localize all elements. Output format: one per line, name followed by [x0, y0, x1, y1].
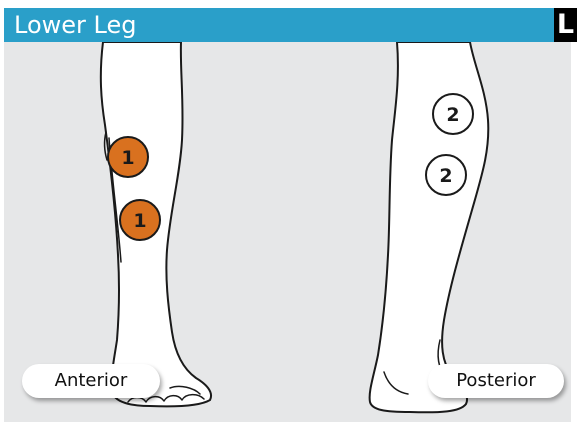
posterior-marker-2a: 2 [433, 94, 473, 134]
anterior-marker-1a: 1 [108, 137, 148, 177]
svg-text:1: 1 [133, 210, 146, 232]
posterior-marker-2b: 2 [426, 155, 466, 195]
posterior-leg [370, 42, 489, 412]
svg-text:2: 2 [446, 104, 459, 126]
svg-text:2: 2 [439, 165, 452, 187]
anterior-marker-1b: 1 [120, 200, 160, 240]
header-bar: Lower Leg [4, 8, 554, 42]
side-badge: L [554, 8, 577, 42]
posterior-label: Posterior [428, 364, 564, 398]
page-title: Lower Leg [14, 9, 136, 41]
svg-text:1: 1 [121, 147, 134, 169]
posterior-leg-outline [370, 42, 489, 412]
anterior-label: Anterior [22, 364, 160, 398]
